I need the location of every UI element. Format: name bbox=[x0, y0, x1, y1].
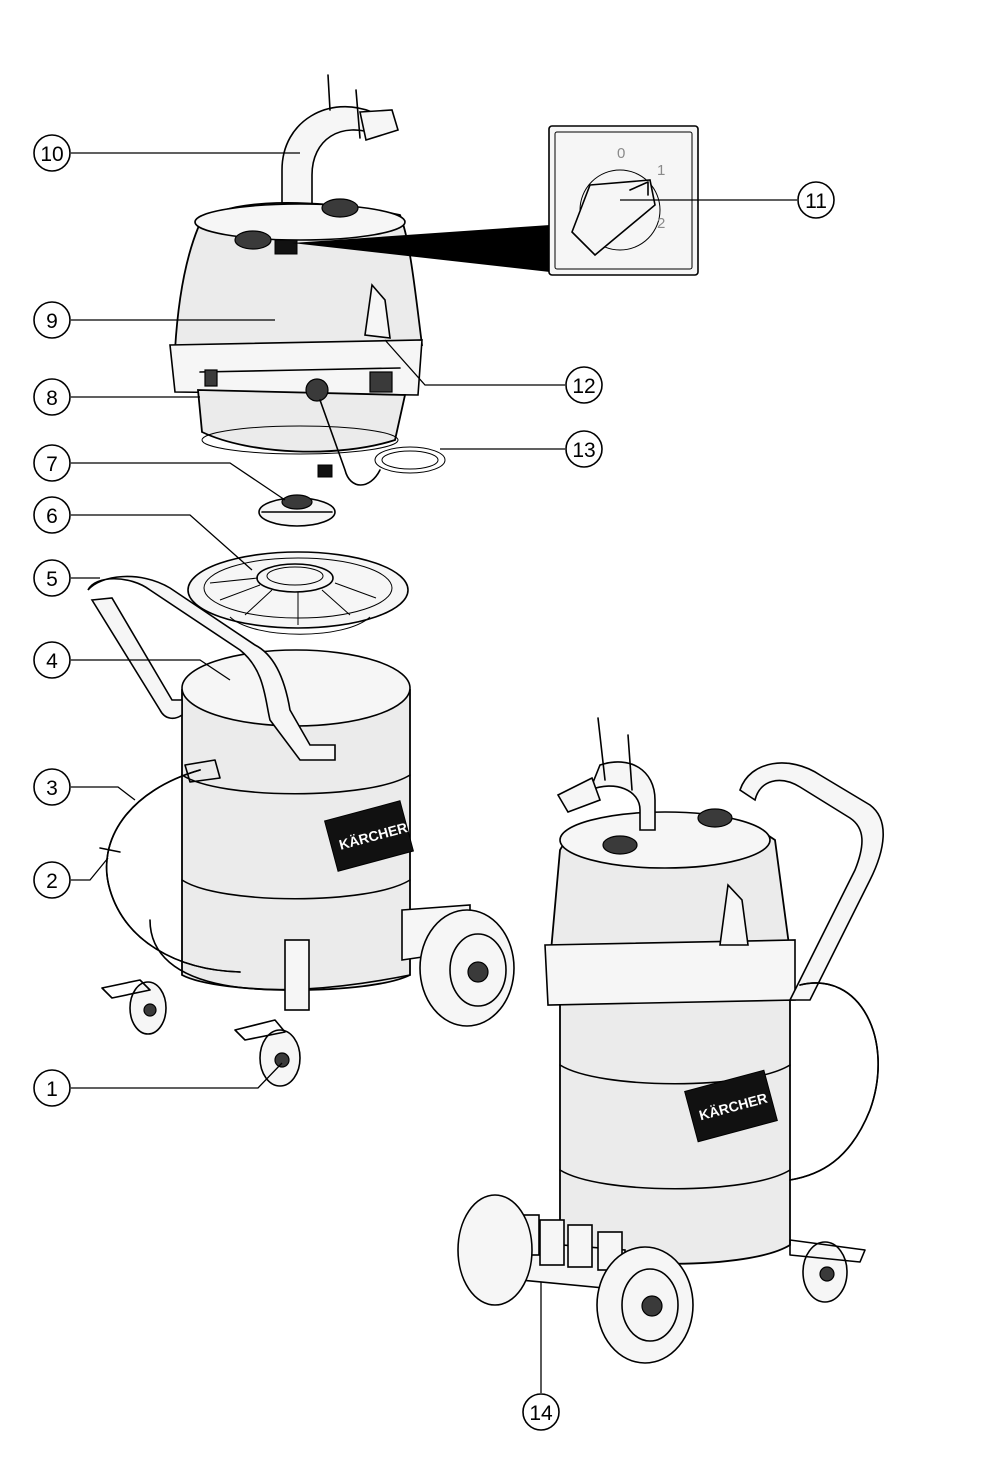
assembled-unit-right: KÄRCHER bbox=[457, 717, 884, 1364]
callout-label-2: 2 bbox=[46, 870, 58, 893]
switch-knob bbox=[571, 179, 656, 257]
leader-line-1 bbox=[71, 1062, 283, 1089]
callout-7 bbox=[33, 444, 71, 482]
callout-label-5: 5 bbox=[46, 568, 58, 591]
callout-9 bbox=[33, 301, 71, 339]
inset-pointer-wedge bbox=[292, 225, 550, 272]
leader-line-2 bbox=[71, 857, 109, 881]
rotary-switch bbox=[274, 239, 298, 255]
callout-2 bbox=[33, 861, 71, 899]
top-knob bbox=[234, 230, 272, 250]
callout-label-7: 7 bbox=[46, 453, 58, 476]
callout-label-12: 12 bbox=[572, 375, 595, 398]
leader-line-4 bbox=[71, 659, 231, 681]
callout-8 bbox=[33, 378, 71, 416]
callout-label-10: 10 bbox=[40, 143, 63, 166]
callout-11 bbox=[797, 181, 835, 219]
leader-line-7 bbox=[71, 462, 286, 501]
callouts: 1 2 3 4 5 6 7 8 9 10 bbox=[33, 134, 835, 1431]
filter-parts bbox=[187, 494, 409, 635]
brand-plate bbox=[323, 800, 415, 872]
callout-5 bbox=[33, 559, 71, 597]
pipe-nozzle bbox=[359, 109, 399, 142]
callout-label-1: 1 bbox=[46, 1078, 58, 1101]
cable-socket bbox=[305, 378, 329, 402]
container-opening bbox=[181, 649, 411, 727]
leader-line-6 bbox=[71, 514, 253, 571]
callout-label-4: 4 bbox=[46, 650, 58, 673]
switch-position-1: 1 bbox=[657, 162, 665, 179]
callout-12 bbox=[565, 366, 603, 404]
callout-1 bbox=[33, 1069, 71, 1107]
callout-label-13: 13 bbox=[572, 439, 595, 462]
callout-label-6: 6 bbox=[46, 505, 58, 528]
leader-line-3 bbox=[71, 786, 136, 801]
handle-frame bbox=[90, 597, 183, 720]
callout-3 bbox=[33, 768, 71, 806]
callout-label-9: 9 bbox=[46, 310, 58, 333]
callout-label-8: 8 bbox=[46, 387, 58, 410]
switch-position-2: 2 bbox=[657, 215, 665, 232]
callout-label-11: 11 bbox=[805, 190, 827, 213]
callout-label-14: 14 bbox=[529, 1402, 553, 1425]
top-knob bbox=[321, 198, 359, 218]
callout-6 bbox=[33, 496, 71, 534]
callout-label-3: 3 bbox=[46, 777, 58, 800]
container-unit-left: KÄRCHER bbox=[87, 575, 515, 1087]
leader-line-12 bbox=[384, 339, 565, 386]
suction-head bbox=[169, 74, 446, 486]
callout-4 bbox=[33, 641, 71, 679]
head-band bbox=[169, 339, 423, 396]
power-cable bbox=[319, 399, 381, 486]
callout-14 bbox=[522, 1393, 560, 1431]
push-handle bbox=[87, 575, 336, 761]
callout-13 bbox=[565, 430, 603, 468]
motor-housing bbox=[197, 389, 407, 453]
callout-10 bbox=[33, 134, 71, 172]
switch-position-0: 0 bbox=[617, 145, 625, 162]
